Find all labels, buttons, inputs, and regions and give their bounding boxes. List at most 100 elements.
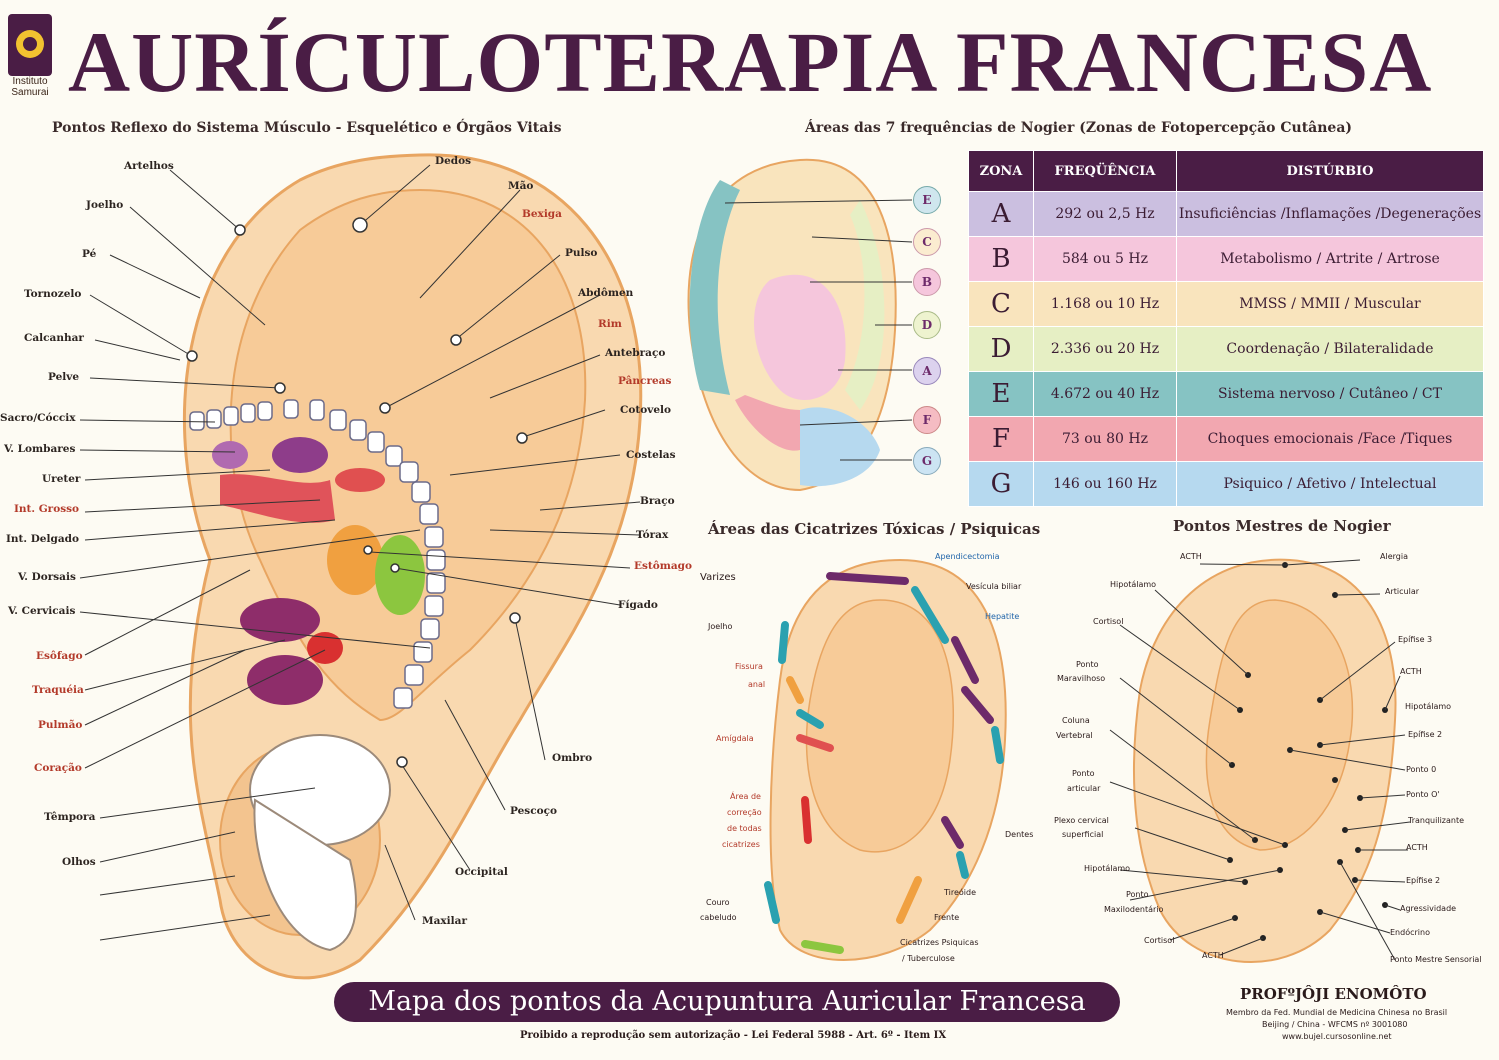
label-epifise-2: Epífise 2 [1408,730,1443,739]
label-int-delgado: Int. Delgado [6,533,79,545]
label-pelve: Pelve [48,371,80,383]
label-amigdala: Amígdala [716,734,754,743]
label-coluna-1: Coluna [1062,716,1090,725]
zone-cell: A [968,191,1034,237]
label-mestre-sensorial: Ponto Mestre Sensorial [1390,955,1482,964]
label-coluna-2: Vertebral [1056,731,1093,740]
zone-cell: F [968,416,1034,462]
label-articular2-1: Ponto [1072,769,1095,778]
label-cotovelo: Cotovelo [620,404,671,416]
label-pulso: Pulso [565,247,598,259]
zone-marker-f: F [913,406,941,434]
label-mao: Mão [508,180,534,192]
label-plexo-2: superficial [1062,830,1104,839]
disturbance-cell: Coordenação / Bilateralidade [1176,326,1484,372]
label-epifise-3: Epífise 3 [1398,635,1433,644]
zone-marker-b: B [913,268,941,296]
stomach-icon [327,525,383,595]
liver-icon [375,535,425,615]
label-pe: Pé [82,248,97,260]
label-endocrino: Endócrino [1390,928,1430,937]
label-ponto-o: Ponto O' [1406,790,1440,799]
institute-logo: Instituto Samurai [4,14,56,106]
label-pancreas: Pâncreas [618,375,672,387]
label-cortisol-1: Cortisol [1093,617,1124,626]
label-ponto-0: Ponto 0 [1406,765,1437,774]
label-tornozelo: Tornozelo [24,288,82,300]
mestres-ear-diagram [1109,558,1411,964]
main-ear-diagram [79,153,643,980]
subtitle-right: Áreas das 7 frequências de Nogier (Zonas… [805,120,1353,136]
label-maxilar: Maxilar [422,915,467,927]
label-psiq-1: Cicatrizes Psiquicas [900,938,979,947]
disturbance-cell: MMSS / MMII / Muscular [1176,281,1484,327]
label-hepatite: Hepatite [985,612,1020,621]
label-pulmao: Pulmão [38,719,83,731]
label-cortisol-2: Cortisol [1144,936,1175,945]
legal-notice: Proibido a reprodução sem autorização - … [520,1030,947,1041]
label-dedos: Dedos [435,155,472,167]
label-joelho: Joelho [86,199,124,211]
frequency-cell: 584 ou 5 Hz [1033,236,1177,282]
zone-marker-a: A [913,357,941,385]
label-costelas: Costelas [626,449,676,461]
label-acth-4: ACTH [1202,951,1224,960]
zone-b-area [753,274,846,400]
label-olhos: Olhos [62,856,96,868]
subtitle-left: Pontos Reflexo do Sistema Músculo - Esqu… [52,120,562,136]
label-apendicectomia: Apendicectomia [935,552,1000,561]
label-ureter: Ureter [42,473,81,485]
header-disturbio: DISTÚRBIO [1176,150,1484,192]
label-lombares: V. Lombares [4,443,76,455]
frequency-cell: 73 ou 80 Hz [1033,416,1177,462]
label-figado: Fígado [618,599,658,611]
page-title: AURÍCULOTERAPIA FRANCESA [68,14,1433,110]
label-couro-1: Couro [706,898,730,907]
footer-banner: Mapa dos pontos da Acupuntura Auricular … [334,982,1120,1022]
label-cervicais: V. Cervicais [8,605,76,617]
zone-marker-e: E [913,186,941,214]
author-name: PROFºJÔJI ENOMÔTO [1240,985,1427,1003]
logo-emblem-icon [8,14,52,76]
label-int-grosso: Int. Grosso [14,503,80,515]
label-dorsais: V. Dorsais [18,571,76,583]
label-plexo-1: Plexo cervical [1054,816,1109,825]
zone-cell: C [968,281,1034,327]
zones-ear-diagram [687,158,913,492]
frequency-cell: 2.336 ou 20 Hz [1033,326,1177,372]
label-maxilo-1: Ponto [1126,890,1149,899]
label-maravilhoso-1: Ponto [1076,660,1099,669]
label-estomago: Estômago [634,560,693,572]
zone-marker-c: C [913,228,941,256]
label-varizes: Varizes [700,572,736,583]
label-epifise-2b: Epífise 2 [1406,876,1441,885]
label-fissura-2: anal [748,680,766,689]
label-acth-2: ACTH [1400,667,1422,676]
disturbance-cell: Sistema nervoso / Cutâneo / CT [1176,371,1484,417]
zone-marker-d: D [913,311,941,339]
author-line-1: Membro da Fed. Mundial de Medicina Chine… [1226,1008,1448,1017]
label-alergia: Alergia [1380,552,1408,561]
kidney-icon [272,437,328,473]
label-esofago: Esôfago [36,650,83,662]
label-hipotalamo-3: Hipotálamo [1084,864,1131,873]
label-vesicula: Vesícula biliar [966,582,1022,591]
header-zona: ZONA [968,150,1034,192]
logo-text-1: Instituto [12,76,48,87]
label-articular: Articular [1385,587,1420,596]
frequency-cell: 146 ou 160 Hz [1033,461,1177,507]
label-frente: Frente [934,913,960,922]
label-joelho-cic: Joelho [708,622,733,631]
label-sacro: Sacro/Cóccix [0,412,76,424]
label-abdomen: Abdômen [578,287,634,299]
logo-text-2: Samurai [11,87,49,98]
header-frequencia: FREQÜÊNCIA [1033,150,1177,192]
zone-cell: D [968,326,1034,372]
